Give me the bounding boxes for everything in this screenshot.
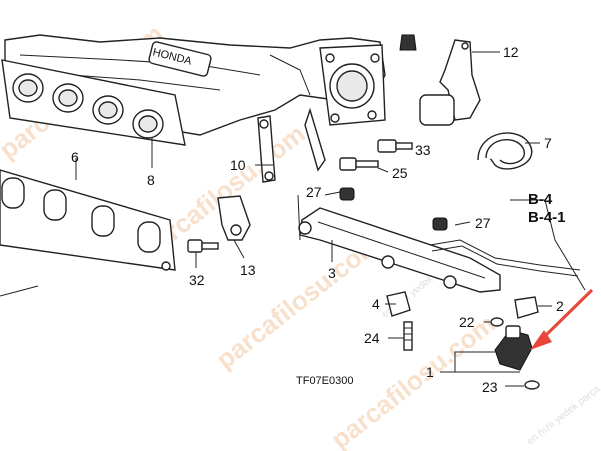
stud-24 [403, 321, 413, 351]
callout-12: 12 [503, 44, 519, 60]
callout-4: 4 [372, 296, 380, 312]
callout-10: 10 [230, 157, 246, 173]
bolts [339, 139, 413, 171]
cushion-27 [432, 217, 448, 231]
clip-2 [514, 296, 539, 319]
throttle-flange [304, 44, 386, 172]
spacer-4 [386, 291, 411, 317]
manifold-gasket [0, 169, 176, 271]
fuel-rail [298, 207, 581, 293]
callouts: 12 7 33 25 10 8 6 27 27 B-4 B-4-1 13 32 … [71, 44, 566, 395]
callout-1: 1 [426, 364, 434, 380]
callout-6: 6 [71, 149, 79, 165]
callout-7: 7 [544, 135, 552, 151]
cushion-27 [339, 187, 355, 201]
callout-27: 27 [306, 184, 322, 200]
callout-23: 23 [482, 379, 498, 395]
callout-33: 33 [415, 142, 431, 158]
callout-22: 22 [459, 314, 475, 330]
callout-27: 27 [475, 215, 491, 231]
watermark-tagline: en hızlı yedek parça [525, 383, 601, 447]
gasket-7 [477, 132, 533, 170]
callout-13: 13 [240, 262, 256, 278]
oring-22 [490, 317, 504, 327]
callout-8: 8 [147, 172, 155, 188]
bolt-32 [187, 239, 219, 253]
cap-part [399, 34, 417, 51]
leader-lines [0, 51, 586, 387]
reference-label: B-4 [528, 191, 553, 208]
callout-24: 24 [364, 330, 380, 346]
manifold-flange [1, 59, 186, 146]
callout-3: 3 [328, 265, 336, 281]
bracket-12 [419, 39, 481, 126]
callout-25: 25 [392, 165, 408, 181]
callout-2: 2 [556, 298, 564, 314]
callout-32: 32 [189, 272, 205, 288]
bracket-13 [217, 195, 251, 241]
fuel-injector [494, 325, 533, 371]
figure-code: TF07E0300 [296, 375, 353, 387]
reference-label: B-4-1 [528, 209, 566, 226]
highlight-arrow [530, 288, 594, 350]
oring-23 [524, 380, 540, 390]
